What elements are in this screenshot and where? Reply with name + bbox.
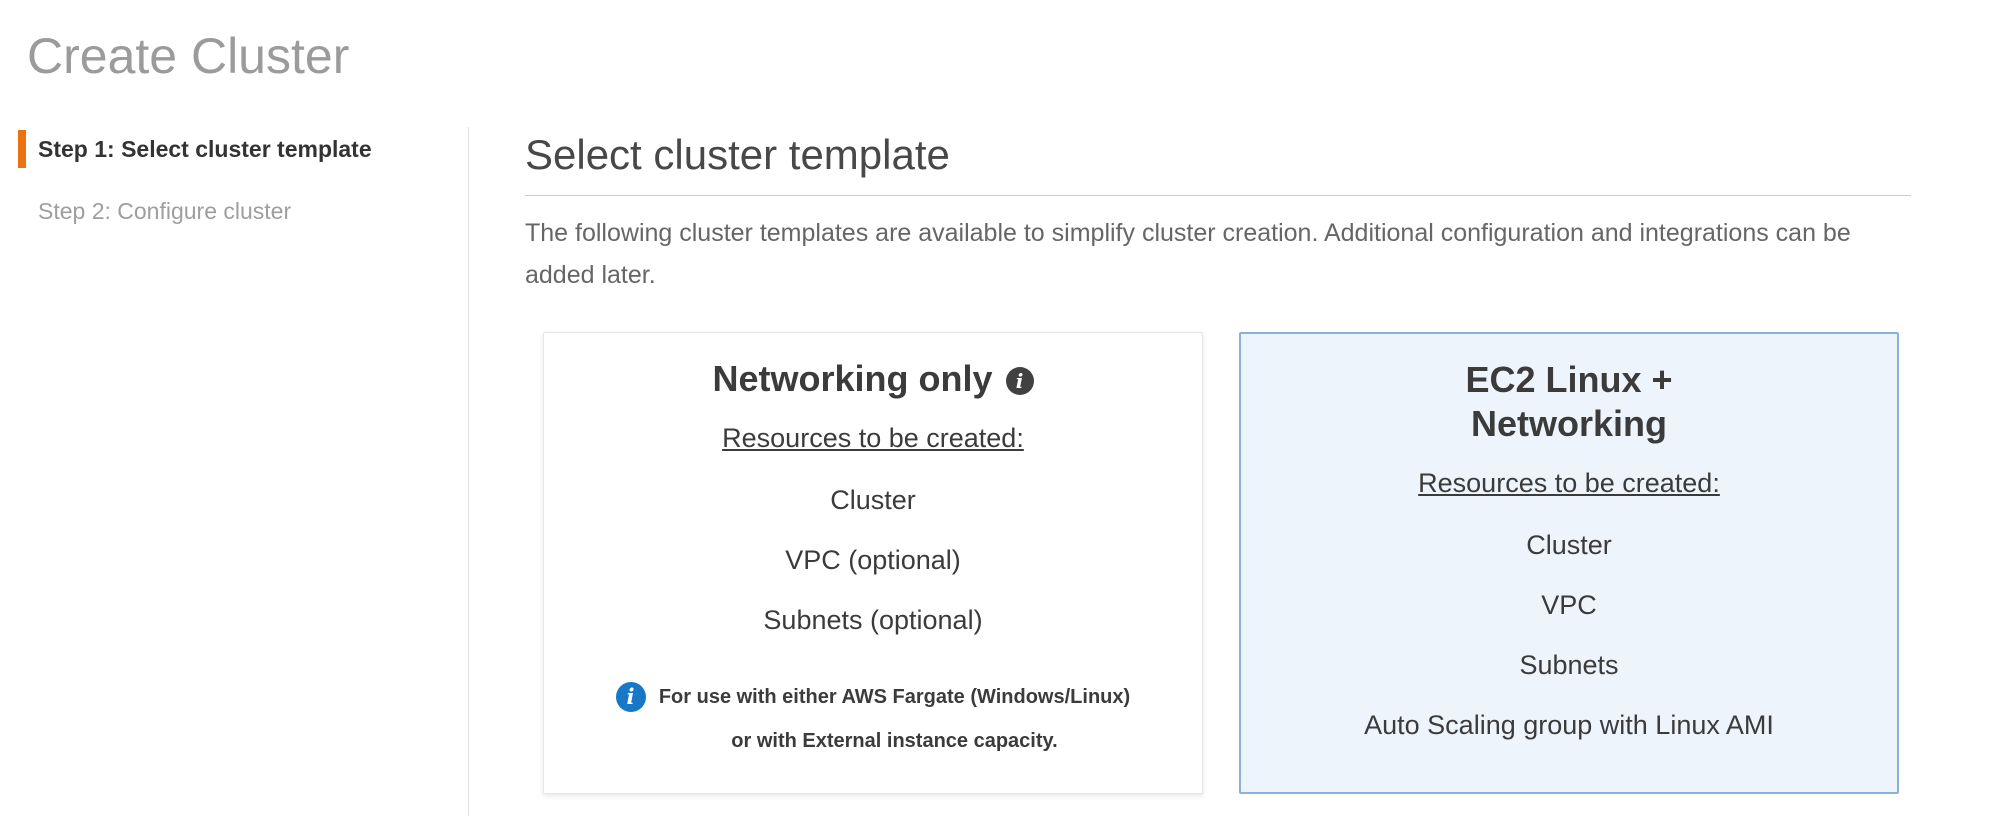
wizard-steps-sidebar: Step 1: Select cluster template Step 2: … [0, 127, 468, 816]
card-ec2-linux-networking[interactable]: EC2 Linux + Networking Resources to be c… [1239, 331, 1899, 794]
card-title: EC2 Linux + Networking [1465, 358, 1673, 444]
resource-item: Cluster [1526, 529, 1612, 560]
resource-item: Auto Scaling group with Linux AMI [1364, 709, 1774, 740]
cluster-template-cards: Networking only i Resources to be create… [543, 331, 1911, 794]
resources-to-be-created-label: Resources to be created: [1418, 467, 1720, 498]
resource-item: Subnets [1519, 649, 1619, 680]
page-title: Create Cluster [27, 28, 350, 84]
sidebar-step-1-select-cluster-template[interactable]: Step 1: Select cluster template [18, 129, 468, 168]
main-content: Select cluster template The following cl… [468, 126, 1999, 816]
section-description: The following cluster templates are avai… [525, 218, 1851, 289]
resource-item: Subnets (optional) [763, 604, 983, 635]
section-heading: Select cluster template [525, 130, 950, 178]
info-icon: i [615, 681, 646, 712]
info-glyph: i [1015, 368, 1024, 393]
resource-item: Cluster [830, 484, 916, 515]
resources-to-be-created-label: Resources to be created: [722, 422, 1024, 453]
heading-divider [525, 194, 1911, 196]
card-usage-note: i For use with either AWS Fargate (Windo… [586, 675, 1161, 763]
card-title-row: Networking only i [712, 357, 1034, 401]
info-glyph: i [626, 684, 635, 710]
card-networking-only[interactable]: Networking only i Resources to be create… [543, 331, 1203, 794]
wizard-layout: Step 1: Select cluster template Step 2: … [0, 126, 1999, 816]
card-title: Networking only [712, 357, 993, 399]
card-note-text: For use with either AWS Fargate (Windows… [658, 685, 1131, 752]
resource-item: VPC [1541, 589, 1597, 620]
resource-item: VPC (optional) [785, 544, 961, 575]
info-icon[interactable]: i [1005, 366, 1034, 395]
sidebar-step-2-configure-cluster[interactable]: Step 2: Configure cluster [38, 197, 292, 224]
